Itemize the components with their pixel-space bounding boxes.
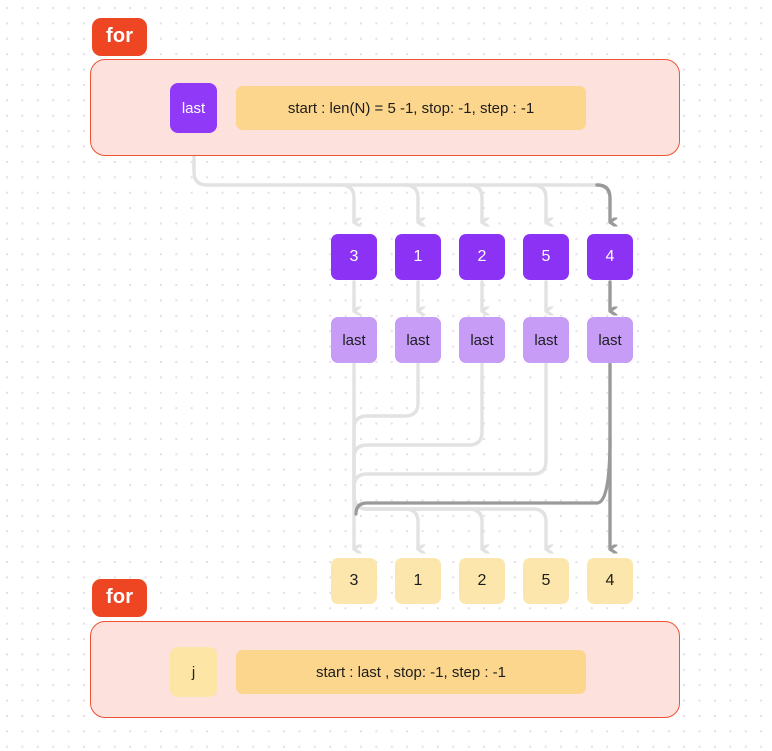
wire-top-to-node-2 — [403, 183, 418, 222]
wire-top-to-node-1 — [339, 183, 354, 222]
wire-last-to-result-2 — [352, 362, 418, 549]
loop-params-chip-bottom[interactable]: start : last , stop: -1, step : -1 — [236, 650, 586, 694]
result-node[interactable]: 2 — [459, 558, 505, 604]
result-node[interactable]: 1 — [395, 558, 441, 604]
last-node[interactable]: last — [587, 317, 633, 363]
result-node[interactable]: 4 — [587, 558, 633, 604]
for-badge-bottom[interactable]: for — [92, 579, 148, 617]
value-node[interactable]: 5 — [523, 234, 569, 280]
loop-params-chip-top[interactable]: start : len(N) = 5 -1, stop: -1, step : … — [236, 86, 586, 130]
last-node[interactable]: last — [523, 317, 569, 363]
value-node[interactable]: 3 — [331, 234, 377, 280]
result-node[interactable]: 5 — [523, 558, 569, 604]
last-node[interactable]: last — [331, 317, 377, 363]
wire-top-to-node-3 — [467, 183, 482, 222]
for-badge-top[interactable]: for — [92, 18, 148, 56]
wire-top-to-node-4 — [531, 183, 546, 222]
last-node[interactable]: last — [395, 317, 441, 363]
value-node[interactable]: 4 — [587, 234, 633, 280]
value-node[interactable]: 2 — [459, 234, 505, 280]
last-node[interactable]: last — [459, 317, 505, 363]
result-node[interactable]: 3 — [331, 558, 377, 604]
wire-last-to-result-4 — [352, 362, 546, 549]
wire-top-to-node-5 — [595, 183, 610, 222]
wire-last-to-result-3 — [352, 362, 482, 549]
value-node[interactable]: 1 — [395, 234, 441, 280]
loop-variable-chip-bottom[interactable]: j — [170, 647, 217, 697]
loop-variable-chip-top[interactable]: last — [170, 83, 217, 133]
wire-dark-merge-lane — [354, 436, 612, 516]
